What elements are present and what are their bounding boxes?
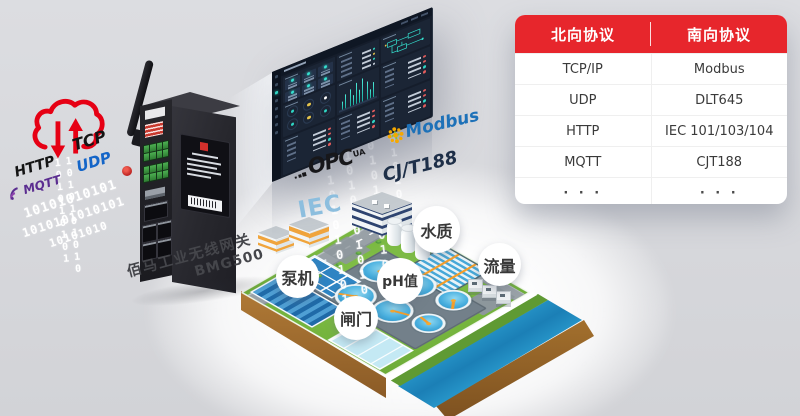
table-header-northbound: 北向协议 [515,15,651,53]
usb-port [145,186,165,200]
dashboard-bar [353,94,355,106]
terminal-block [143,160,169,184]
barcode [188,194,222,212]
dashboard-bar [373,81,374,98]
table-row: HTTP IEC 101/103/104 [515,115,787,146]
flow-meter-box [468,279,483,292]
dashboard-bar [350,88,352,107]
table-header-row: 北向协议 南向协议 [515,15,787,53]
cloud-icon [32,98,105,159]
table-row: MQTT CJT188 [515,146,787,177]
table-cell: MQTT [515,147,652,177]
label-bubble-pump: 泵机 [276,255,319,298]
protocol-label-mqtt: MQTT [7,172,63,201]
mqtt-signal-icon [10,186,18,200]
modbus-gear-icon [387,126,404,143]
table-row: UDP DLT645 [515,84,787,115]
dashboard-panels [281,15,432,178]
table-row: TCP/IP Modbus [515,53,787,84]
ethernet-port [144,200,168,223]
opc-sub-text: UA [351,146,367,159]
table-header-southbound: 南向协议 [686,25,751,44]
device-label-white [145,106,165,120]
table-cell: UDP [515,85,652,115]
down-arrow-icon [50,121,66,159]
dashboard-bar [342,101,343,110]
up-arrow-icon [68,118,83,154]
dashboard-bar [344,94,346,109]
table-row: · · · · · · [515,177,787,204]
table-cell: CJT188 [696,154,743,170]
dashboard-bar [364,89,366,101]
flow-meter-box [496,291,511,304]
dashboard-bar [356,82,357,105]
label-bubble-gate: 闸门 [334,296,378,340]
label-bubble-ph: pH值 [377,258,423,304]
storage-silo [387,217,402,246]
table-cell: TCP/IP [515,54,652,84]
dashboard-flow-diagram [381,18,430,64]
table-cell: HTTP [515,116,652,146]
terminal-block [143,139,169,163]
dashboard-bar [347,101,349,108]
gateway-device: 佰马工业无线网关 BMG500 [116,58,279,313]
protocol-mapping-table: 北向协议 南向协议 TCP/IP Modbus UDP DLT645 HTTP … [515,15,787,204]
device-label-red [145,121,163,138]
sma-connector [122,166,132,176]
dashboard-bar [370,88,372,99]
label-bubble-flow: 流量 [478,243,521,286]
scada-dashboard-screen [272,6,433,182]
device-spec-label [180,133,230,219]
table-cell: Modbus [693,61,745,77]
dashboard-bar [361,78,363,102]
table-cell: IEC 101/103/104 [665,123,774,139]
flow-meter-box [482,285,497,298]
table-cell: DLT645 [695,92,744,108]
dashboard-sidebar [272,68,281,182]
dashboard-bar [358,89,360,103]
dashboard-bar [367,81,369,100]
modbus-logo: Modbus [385,106,481,147]
storage-silo [401,224,416,253]
table-cell: · · · [699,185,739,201]
label-bubble-water-quality: 水质 [413,206,460,253]
table-cell: · · · [515,178,652,204]
